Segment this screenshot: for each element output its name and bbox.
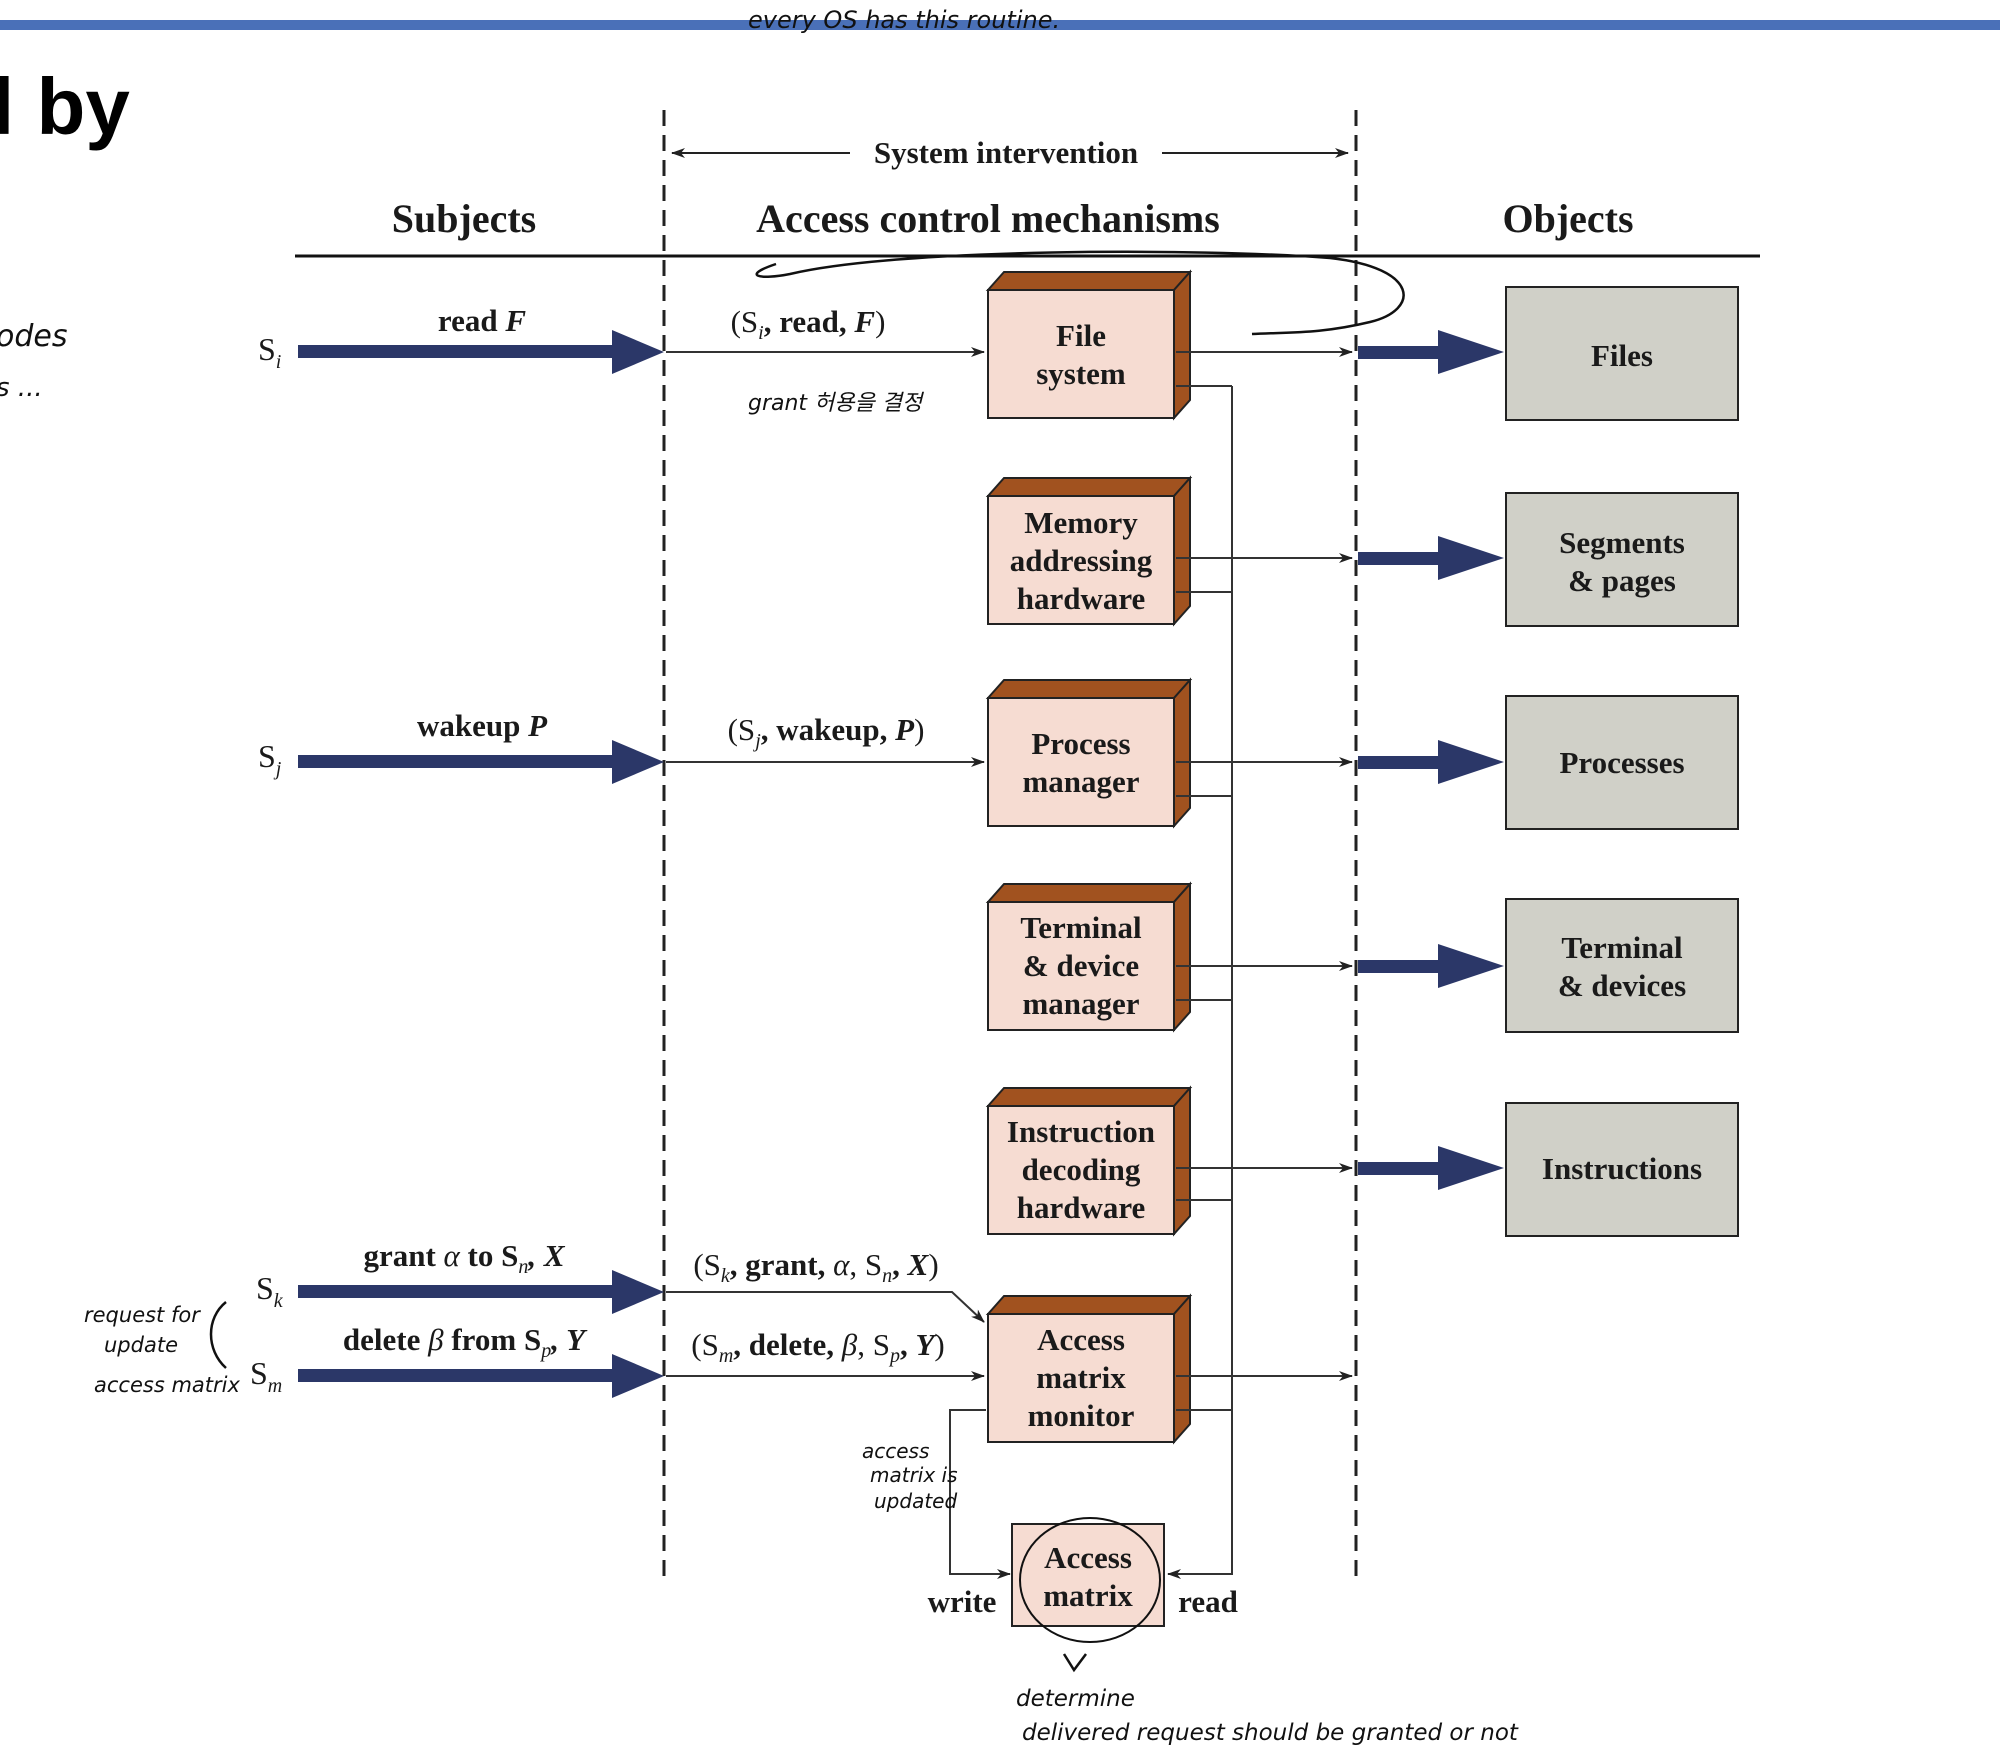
read-bus	[1167, 385, 1233, 1579]
svg-text:Segments& pages: Segments& pages	[1559, 525, 1685, 598]
thick-arrow-to-terminal	[1358, 944, 1504, 988]
subject-sm: Sm	[250, 1355, 282, 1397]
annotation-grant-note: grant 허용을 결정	[748, 391, 925, 416]
request-read: read F	[438, 303, 526, 338]
svg-text:Processes: Processes	[1559, 745, 1684, 780]
svg-text:Files: Files	[1591, 338, 1653, 373]
header-subjects: Subjects	[392, 196, 536, 241]
annotation-matrix-2: matrix is	[870, 1463, 958, 1487]
msg-wakeup: (Sj, wakeup, P)	[728, 712, 925, 752]
annotation-left-2: s ...	[0, 373, 43, 403]
thick-arrow-to-files	[1358, 330, 1504, 374]
annotation-loop-stroke	[755, 250, 1405, 336]
annotation-matrix-1: access	[862, 1439, 929, 1463]
annotation-bottom-1: determine	[1016, 1686, 1135, 1712]
header-mechanisms: Access control mechanisms	[756, 196, 1220, 241]
request-delete: delete β from Sp, Y	[343, 1322, 588, 1362]
top-accent-bar	[0, 20, 2000, 30]
annotation-bottom-2: delivered request should be granted or n…	[1022, 1720, 1519, 1746]
header-objects: Objects	[1502, 196, 1633, 241]
label-read: read	[1178, 1584, 1238, 1619]
object-processes: Processes	[1505, 695, 1739, 830]
thick-arrow-to-segments	[1358, 536, 1504, 580]
write-path	[949, 1409, 1011, 1579]
request-wakeup: wakeup P	[417, 708, 548, 743]
slide-title-fragment: l by	[0, 62, 130, 151]
object-files: Files	[1505, 286, 1739, 421]
thick-arrow-sk	[298, 1270, 664, 1314]
annotation-request-2: update	[104, 1333, 178, 1357]
object-instructions: Instructions	[1505, 1102, 1739, 1237]
msg-arrow-grant	[666, 1291, 985, 1323]
annotation-brace	[209, 1301, 227, 1369]
subject-sk: Sk	[256, 1270, 284, 1312]
label-write: write	[928, 1584, 997, 1619]
subject-si: Si	[258, 331, 281, 373]
thick-arrow-si	[298, 330, 664, 374]
system-intervention-label: System intervention	[874, 135, 1138, 170]
msg-delete: (Sm, delete, β, Sp, Y)	[691, 1327, 944, 1367]
thick-arrow-sm	[298, 1354, 664, 1398]
object-terminal-devices: Terminal& devices	[1505, 898, 1739, 1033]
svg-text:Terminal& devices: Terminal& devices	[1558, 930, 1686, 1003]
request-grant: grant α to Sn, X	[363, 1238, 565, 1278]
thick-arrow-to-processes	[1358, 740, 1504, 784]
msg-grant: (Sk, grant, α, Sn, X)	[693, 1247, 938, 1287]
subject-sj: Sj	[258, 738, 282, 780]
annotation-request-3: access matrix	[94, 1373, 240, 1397]
msg-read: (Si, read, F)	[731, 304, 886, 344]
annotation-request-1: request for	[84, 1303, 201, 1327]
annotation-left-1: odes	[0, 319, 67, 354]
svg-text:Instructions: Instructions	[1542, 1151, 1702, 1186]
thick-arrow-sj	[298, 740, 664, 784]
thick-arrow-to-instructions	[1358, 1146, 1504, 1190]
annotation-top: every OS has this routine.	[748, 6, 1060, 34]
annotation-matrix-3: updated	[874, 1489, 957, 1513]
annotation-check-mark	[1062, 1653, 1087, 1673]
object-segments-pages: Segments& pages	[1505, 492, 1739, 627]
